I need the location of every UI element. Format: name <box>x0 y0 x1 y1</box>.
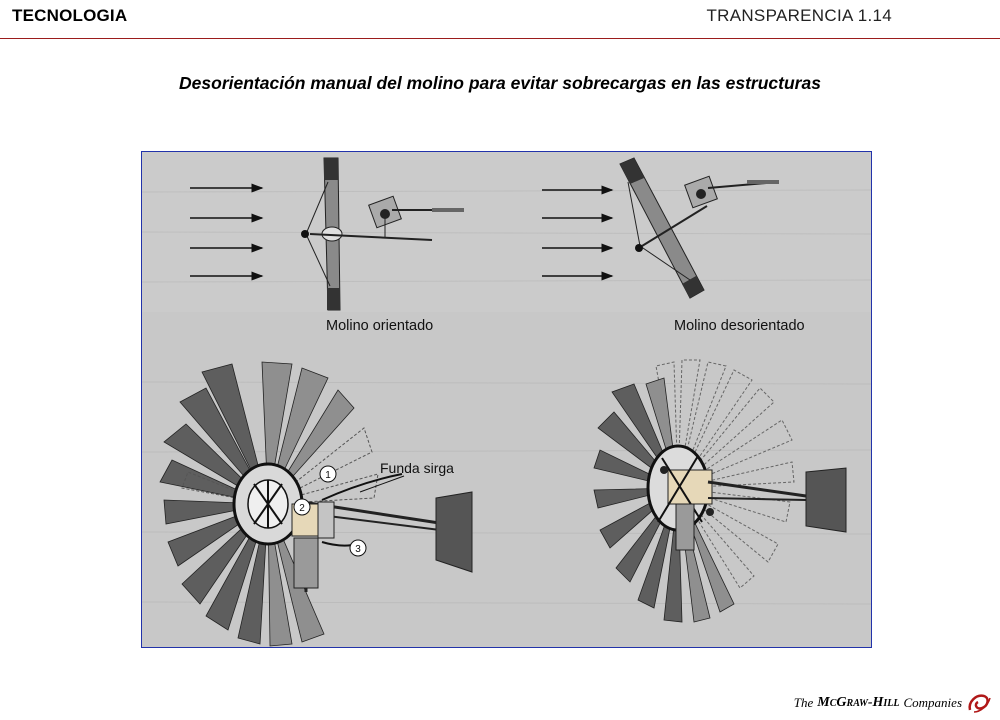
callout-3: 3 <box>355 544 361 555</box>
wind-arrows-left <box>190 183 264 281</box>
callout-2: 2 <box>299 503 305 514</box>
rotor-disoriented <box>619 157 779 299</box>
label-cable: Funda sirga <box>380 460 454 476</box>
header-slide-number: TRANSPARENCIA 1.14 <box>706 6 892 25</box>
wind-arrows-right <box>542 185 614 281</box>
slide-title: Desorientación manual del molino para ev… <box>179 73 821 93</box>
mcgraw-hill-emblem-icon <box>968 694 991 713</box>
callout-1: 1 <box>325 470 331 481</box>
logo-brand: McGraw-Hill <box>817 695 900 710</box>
publisher-logo: The McGraw-Hill Companies <box>794 692 992 714</box>
rotor-detail-right <box>593 359 847 623</box>
logo-suffix: Companies <box>903 695 963 710</box>
label-disoriented: Molino desorientado <box>674 318 805 334</box>
rotor-detail-left <box>159 361 473 647</box>
header-subject: TECNOLOGIA <box>12 6 128 25</box>
rotor-oriented <box>301 157 464 311</box>
header-divider <box>0 38 1000 39</box>
logo-prefix: The <box>793 695 814 710</box>
windmill-figure: Molino orientado Molino desorientado <box>141 151 872 648</box>
windmill-illustration: Molino orientado Molino desorientado <box>142 152 871 647</box>
label-oriented: Molino orientado <box>326 318 433 334</box>
